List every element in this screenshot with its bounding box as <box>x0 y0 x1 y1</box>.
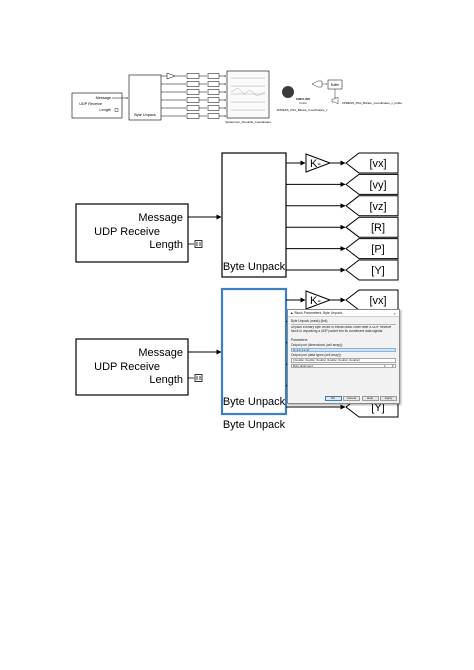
thumb-from-block[interactable] <box>207 113 220 119</box>
byte-unpack-label-2: Byte Unpack <box>223 396 286 408</box>
thumb-byte-unpack-label: Byte Unpack <box>134 113 156 117</box>
udp-receive-block-2[interactable] <box>75 338 189 396</box>
thumb-scope-block[interactable] <box>226 70 270 119</box>
thumb-goto-block[interactable] <box>186 113 200 119</box>
terminator-icon <box>188 240 203 248</box>
goto-block[interactable] <box>345 195 399 217</box>
thumb-message-port: Message <box>96 96 111 100</box>
gain-block[interactable] <box>305 153 332 173</box>
goto-tag-label: [vy] <box>369 179 386 191</box>
udp-receive-label: UDP Receive <box>94 226 160 238</box>
goto-block[interactable] <box>345 238 399 260</box>
svg-text:Coder: Coder <box>299 101 307 105</box>
dialog-title-bar[interactable]: ▲ Block Parameters: Byte Unpack × <box>288 310 399 317</box>
thumb-logo-caption: XPRESS_Pilot_Bitrate_Coordinates_v <box>276 108 328 112</box>
thumb-audio-caption: XPRESS_Pilot_Bitrate_Coordinates_v_buffe… <box>342 101 402 105</box>
alignment-value: 1 <box>384 364 386 368</box>
matlab-icon: ▲ <box>290 311 294 315</box>
thumb-byte-unpack-block[interactable] <box>128 74 162 121</box>
thumb-goto-block[interactable] <box>186 73 200 79</box>
udp-receive-label-2: UDP Receive <box>94 361 160 373</box>
diagram-one: Message UDP Receive Length Byte Unpack K… <box>75 152 399 281</box>
terminator-icon-2 <box>188 374 203 382</box>
cancel-button[interactable]: Cancel <box>343 396 360 401</box>
dialog-description: Unpack a binary byte vector to extract d… <box>291 326 392 334</box>
gain-label: K- <box>310 158 321 170</box>
goto-tag-label: [Y] <box>371 265 384 277</box>
thumb-from-block[interactable] <box>207 97 220 103</box>
thumb-goto-block[interactable] <box>186 81 200 87</box>
thumb-goto-vx-small <box>311 80 323 88</box>
thumb-goto-block[interactable] <box>186 105 200 111</box>
goto-tag-label: [vx] <box>369 158 386 170</box>
thumb-from-block[interactable] <box>207 73 220 79</box>
thumb-block-name: UDP Receive <box>79 102 102 106</box>
dialog-section: Byte Unpack (mask) (link) <box>291 318 328 323</box>
thumb-goto-block[interactable] <box>186 89 200 95</box>
message-port-label: Message <box>138 212 183 224</box>
ok-button[interactable]: OK <box>324 396 342 401</box>
goto-block[interactable] <box>345 259 399 281</box>
output-dims-field[interactable]: {1,1,1,1,1,1} <box>291 347 396 352</box>
thumb-buffer-label: Buffer <box>331 83 340 87</box>
datatypes-field[interactable]: {'double','double','double','double','do… <box>291 358 396 363</box>
goto-block[interactable] <box>345 173 399 195</box>
goto-tag-label-2: [Y] <box>371 402 384 414</box>
thumb-udp-receive-block[interactable] <box>71 92 123 119</box>
thumb-from-block[interactable] <box>207 105 220 111</box>
block-parameters-dialog[interactable]: ▲ Block Parameters: Byte Unpack × Byte U… <box>287 309 400 404</box>
thumb-from-block[interactable] <box>207 89 220 95</box>
goto-block[interactable] <box>345 152 399 174</box>
byte-unpack-block-selected[interactable] <box>220 287 288 416</box>
thumb-gain-block[interactable] <box>166 72 176 80</box>
svg-text:SIMULINK: SIMULINK <box>296 97 311 101</box>
thumb-from-block[interactable] <box>207 81 220 87</box>
goto-block[interactable] <box>345 216 399 238</box>
speaker-icon <box>331 96 339 105</box>
params-header: Parameters <box>291 338 308 343</box>
thumb-length-port: Length <box>99 108 111 112</box>
goto-tag-label: [P] <box>371 244 384 256</box>
udp-receive-block[interactable] <box>75 203 189 263</box>
byte-unpack-block[interactable] <box>221 152 287 278</box>
length-port-label-2: Length <box>149 374 183 386</box>
alignment-label: Byte alignment: <box>293 364 314 368</box>
byte-unpack-caption: Byte Unpack <box>223 419 286 431</box>
help-button[interactable]: Help <box>361 396 379 401</box>
chevron-down-icon: ▾ <box>392 364 394 368</box>
goto-block-2[interactable] <box>345 289 399 311</box>
datatypes-label: Output port (data types (cell array)): <box>291 353 342 358</box>
message-port-label-2: Message <box>138 347 183 359</box>
dialog-title: Block Parameters: Byte Unpack <box>294 311 343 315</box>
gain-block-2[interactable] <box>305 290 332 310</box>
goto-tag-label: [vz] <box>369 201 386 213</box>
thumb-scope-label: Quaternion_Simulink_Coordinates <box>225 120 271 124</box>
alignment-select[interactable]: Byte alignment: 1 ▾ <box>291 364 396 369</box>
goto-tag-label-2: [vx] <box>369 295 386 307</box>
thumbnail-diagram: Message UDP Receive Length Byte Unpack Q… <box>71 70 402 124</box>
simulink-logo: SIMULINK Coder <box>282 86 311 105</box>
output-dims-label: Output port (dimensions (cell array)): <box>291 342 343 347</box>
byte-unpack-label: Byte Unpack <box>223 261 286 273</box>
apply-button[interactable]: Apply <box>380 396 397 401</box>
goto-tag-label: [R] <box>371 222 385 234</box>
length-port-label: Length <box>149 239 183 251</box>
thumb-goto-block[interactable] <box>186 97 200 103</box>
gain-label-2: K- <box>310 295 321 307</box>
close-icon[interactable]: × <box>393 310 396 316</box>
